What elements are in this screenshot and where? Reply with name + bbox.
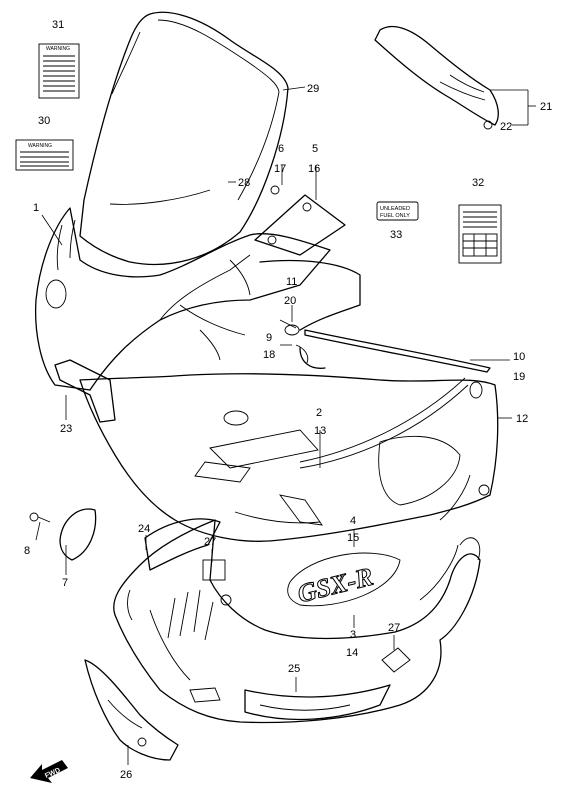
callout-4: 4 xyxy=(350,515,356,527)
callout-7: 7 xyxy=(62,577,68,589)
inner-panel-26 xyxy=(84,659,179,761)
callout-25: 25 xyxy=(288,663,300,675)
bracket-23 xyxy=(54,359,116,423)
callout-3: 3 xyxy=(350,629,356,641)
callout-8: 8 xyxy=(24,545,30,557)
callout-26: 26 xyxy=(120,769,132,781)
callout-numbers: 31 30 29 28 1 6 17 5 16 33 32 21 22 11 2… xyxy=(24,19,552,781)
callout-22: 22 xyxy=(500,121,512,133)
callout-30: 30 xyxy=(38,115,50,127)
warning-label-30: WARNING xyxy=(15,139,74,171)
bolt-18 xyxy=(295,344,309,364)
callout-10: 10 xyxy=(513,351,525,363)
callout-27-right: 27 xyxy=(388,622,400,634)
inner-cover xyxy=(259,259,361,369)
callout-12: 12 xyxy=(516,413,528,425)
callout-21: 21 xyxy=(540,101,552,113)
side-cowling-12 xyxy=(79,373,499,542)
caution-label-32 xyxy=(458,204,502,264)
callout-27-center: 27 xyxy=(204,536,216,548)
warning-label-30-text: WARNING xyxy=(28,143,52,149)
grommet-20 xyxy=(284,324,300,336)
warning-label-31: WARNING xyxy=(38,43,80,99)
gsxr-decal-15: GSX-R xyxy=(287,552,401,609)
callout-1: 1 xyxy=(33,202,39,214)
inner-panel-24 xyxy=(144,518,221,571)
callout-6: 6 xyxy=(278,143,284,155)
callout-13: 13 xyxy=(314,425,326,437)
warning-label-31-text: WARNING xyxy=(46,46,70,52)
unleaded-fuel-label-33: UNLEADED FUEL ONLY xyxy=(376,201,419,221)
fwd-arrow-icon: FWD xyxy=(30,760,68,783)
windscreen-29 xyxy=(79,11,289,266)
callout-24: 24 xyxy=(138,523,150,535)
callout-19: 19 xyxy=(513,371,525,383)
callout-31: 31 xyxy=(52,19,64,31)
upper-fairing-1 xyxy=(34,194,346,391)
callout-20: 20 xyxy=(284,295,296,307)
callout-15: 15 xyxy=(347,532,359,544)
callout-5: 5 xyxy=(312,143,318,155)
screw-17 xyxy=(270,185,280,195)
callout-9: 9 xyxy=(266,332,272,344)
callout-23: 23 xyxy=(60,423,72,435)
gsxr-logo-text: GSX-R xyxy=(295,562,376,609)
callout-29: 29 xyxy=(307,83,319,95)
lower-cover-25 xyxy=(244,684,391,721)
unleaded-text: UNLEADED xyxy=(380,206,410,212)
callout-14: 14 xyxy=(346,647,358,659)
callout-33: 33 xyxy=(390,229,402,241)
callout-16: 16 xyxy=(308,163,320,175)
leader-lines xyxy=(35,86,536,765)
cover-cap-7 xyxy=(59,508,97,561)
air-duct-21 xyxy=(374,25,499,130)
callout-2: 2 xyxy=(316,407,322,419)
callout-17: 17 xyxy=(274,163,286,175)
callout-11: 11 xyxy=(286,276,297,288)
insulator-27-center xyxy=(202,559,226,581)
callout-32: 32 xyxy=(472,177,484,189)
callout-18: 18 xyxy=(263,349,275,361)
callout-28: 28 xyxy=(238,177,250,189)
screw-8 xyxy=(29,512,51,523)
fuel-only-text: FUEL ONLY xyxy=(380,213,410,219)
insulator-27-right xyxy=(381,647,411,673)
side-strip-10 xyxy=(304,329,491,373)
under-cowling-3 xyxy=(113,519,481,724)
